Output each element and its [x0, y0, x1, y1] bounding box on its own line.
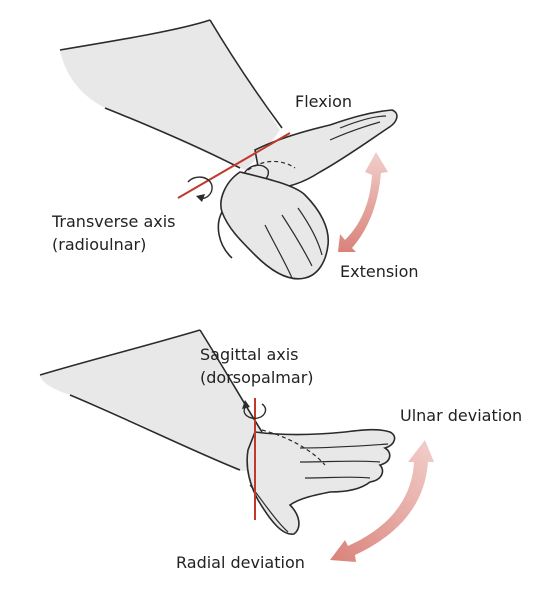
hand-extension-top [217, 160, 330, 280]
label-transverse-axis-sub: (radioulnar) [52, 235, 147, 254]
label-sagittal-axis: Sagittal axis [200, 345, 299, 364]
label-extension: Extension [340, 262, 419, 281]
label-flexion: Flexion [295, 92, 353, 111]
rotation-arrow-icon-sagittal [242, 400, 267, 420]
label-sagittal-axis-sub: (dorsopalmar) [200, 368, 314, 387]
forearm-bottom [39, 329, 263, 471]
label-radial-deviation: Radial deviation [176, 553, 305, 572]
forearm-top [59, 19, 283, 170]
rotation-arrow-icon-transverse [187, 176, 213, 202]
label-ulnar-deviation: Ulnar deviation [400, 406, 523, 425]
hand-bottom [246, 428, 396, 535]
double-headed-curved-arrow-icon-top [338, 152, 388, 252]
double-headed-curved-arrow-icon-bottom [330, 440, 434, 562]
label-transverse-axis: Transverse axis [52, 212, 176, 231]
transverse-axis-line [177, 132, 291, 199]
